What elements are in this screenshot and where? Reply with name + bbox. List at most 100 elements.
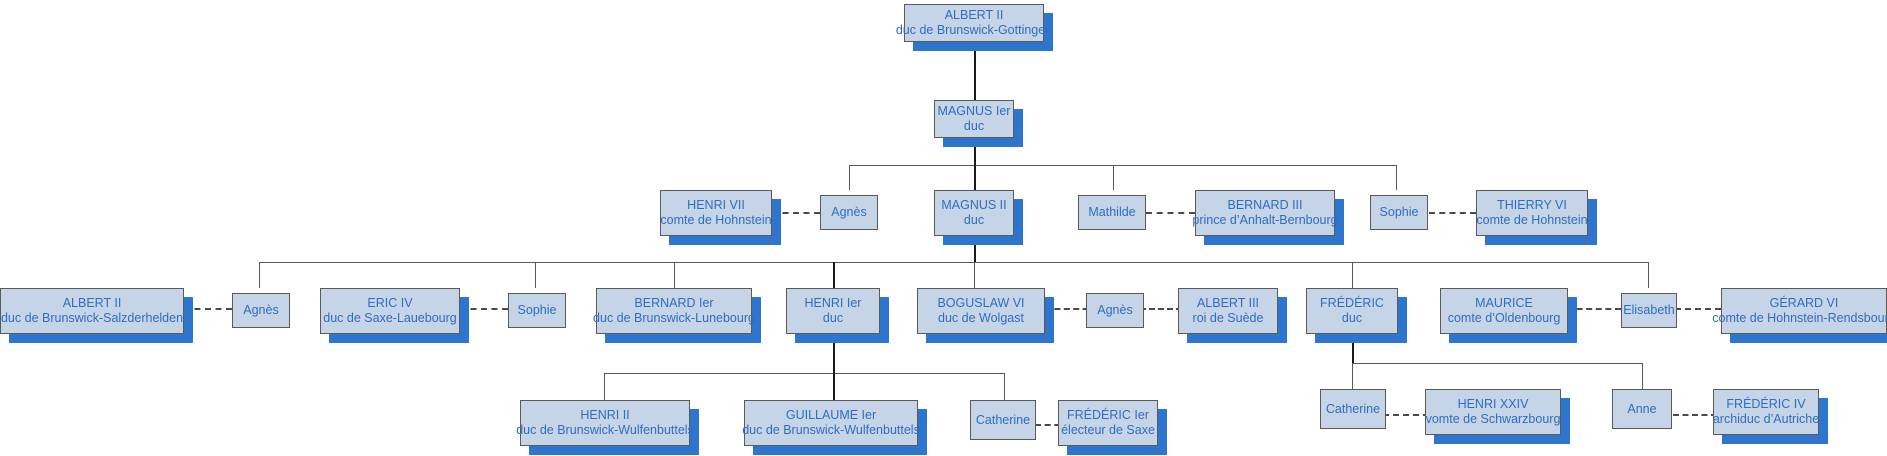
node-box: ALBERT II duc de Brunswick-Salzderhelden (0, 288, 184, 334)
node-henri-xxiv-comte-de-schwarzbourg[interactable]: HENRI XXIV vomte de Schwarzbourg (1425, 389, 1570, 444)
node-catherine-row4-b[interactable]: Catherine (1320, 389, 1386, 429)
node-guillaume-ier-duc-de-brunswick-wulfenbuttels[interactable]: GUILLAUME Ier duc de Brunswick-Wulfenbut… (742, 400, 927, 455)
node-box: GUILLAUME Ier duc de Brunswick-Wulfenbut… (742, 400, 920, 446)
node-subtitle: comte de Hohnstein (660, 213, 772, 227)
node-boguslaw-vi-duc-de-wolgast[interactable]: BOGUSLAW VI duc de Wolgast (917, 288, 1054, 343)
node-box: HENRI VII comte de Hohnstein (660, 190, 772, 236)
node-subtitle: duc de Wolgast (938, 311, 1024, 325)
connector-henri1-stem (833, 324, 835, 373)
node-box: Sophie (508, 293, 566, 328)
connector-row4-right-bus (1352, 363, 1642, 364)
connector-row2-drop-agnes (849, 165, 850, 190)
connector-row2-drop-mathilde (1113, 165, 1114, 190)
connector-row3-drop-henri1 (833, 262, 835, 288)
node-magnus-ier-duc[interactable]: MAGNUS Ier duc (934, 100, 1023, 147)
node-box: BERNARD III prince d’Anhalt-Bernbourg (1192, 190, 1338, 236)
node-title: BOGUSLAW VI (937, 296, 1025, 310)
node-subtitle: prince d’Anhalt-Bernbourg (1192, 213, 1338, 227)
node-title: HENRI XXIV (1457, 397, 1529, 411)
node-albert-ii-brunswick-salzderhelden[interactable]: ALBERT II duc de Brunswick-Salzderhelden (0, 288, 193, 343)
node-title: ALBERT III (1196, 296, 1260, 310)
node-catherine-row4-a[interactable]: Catherine (970, 400, 1036, 440)
node-bernard-iii-prince-anhalt-bernbourg[interactable]: BERNARD III prince d’Anhalt-Bernbourg (1192, 190, 1344, 245)
node-agnes-row3-b[interactable]: Agnès (1086, 293, 1144, 328)
node-sophie-row2[interactable]: Sophie (1370, 195, 1428, 230)
node-title: Catherine (1325, 401, 1381, 416)
connector-row2-drop-sophie (1396, 165, 1397, 190)
spouse-link-eric4-sophie (460, 308, 508, 310)
node-henri-ii-duc-de-brunswick-wulfenbuttels[interactable]: HENRI II duc de Brunswick-Wulfenbuttels (516, 400, 699, 455)
connector-row3-drop-elisabeth (1648, 262, 1649, 288)
node-title: HENRI VII (687, 198, 745, 212)
node-box: HENRI II duc de Brunswick-Wulfenbuttels (516, 400, 694, 446)
node-box: MAURICE comte d’Oldenbourg (1440, 288, 1568, 334)
node-title: THIERRY VI (1497, 198, 1567, 212)
connector-row4-drop-catherine-a (1004, 373, 1005, 400)
node-subtitle: archiduc d’Autriche (1712, 412, 1820, 426)
spouse-link-sophie-thierry6 (1429, 212, 1476, 214)
connector-row4-drop-guillaume1 (833, 373, 835, 400)
node-henri-vii-comte-de-hohnstein[interactable]: HENRI VII comte de Hohnstein (660, 190, 781, 245)
connector-row3-drop-sophie (535, 262, 536, 288)
node-subtitle: duc (822, 311, 844, 325)
connector-magnus1-stem (974, 138, 976, 165)
node-title: ERIC IV (367, 296, 413, 310)
node-thierry-vi-comte-de-hohnstein[interactable]: THIERRY VI comte de Hohnstein (1476, 190, 1597, 245)
node-agnes-row3-a[interactable]: Agnès (232, 293, 290, 328)
node-title: HENRI II (580, 408, 630, 422)
spouse-link-elisabeth-gerard6 (1675, 308, 1721, 310)
node-mathilde[interactable]: Mathilde (1078, 195, 1146, 230)
node-subtitle: duc de Brunswick-Lunebourg (593, 311, 755, 325)
node-maurice-comte-oldenbourg[interactable]: MAURICE comte d’Oldenbourg (1440, 288, 1577, 343)
node-title: Sophie (1379, 205, 1419, 219)
node-title: GUILLAUME Ier (785, 408, 877, 422)
node-magnus-ii-duc[interactable]: MAGNUS II duc (934, 190, 1023, 245)
connector-row3-bus (259, 262, 1648, 263)
connector-row2-drop-magnus2 (974, 165, 976, 190)
node-bernard-ier-duc-de-brunswick-lunebourg[interactable]: BERNARD Ier duc de Brunswick-Lunebourg (593, 288, 761, 343)
node-subtitle: duc (963, 119, 985, 133)
node-box: ALBERT II duc de Brunswick-Gottingen (896, 4, 1052, 42)
node-box: Mathilde (1078, 195, 1146, 230)
node-subtitle: duc de Brunswick-Wulfenbuttels (516, 423, 694, 437)
connector-row2-bus (849, 165, 1396, 166)
node-henri-ier-duc[interactable]: HENRI Ier duc (786, 288, 889, 343)
node-elisabeth[interactable]: Elisabeth (1621, 293, 1677, 328)
node-subtitle: électeur de Saxe (1061, 423, 1155, 437)
node-box: Agnès (820, 195, 878, 230)
node-title: HENRI Ier (804, 296, 862, 310)
connector-row3-drop-frederic (1352, 262, 1353, 288)
node-albert-ii-brunswick-gottingen[interactable]: ALBERT II duc de Brunswick-Gottingen (896, 4, 1053, 51)
node-subtitle: duc de Brunswick-Gottingen (895, 23, 1053, 37)
node-box: BERNARD Ier duc de Brunswick-Lunebourg (593, 288, 755, 334)
spouse-link-albert2salz-agnes (184, 308, 232, 310)
node-frederic-ier-electeur-de-saxe[interactable]: FRÉDÉRIC Ier électeur de Saxe (1058, 400, 1167, 455)
connector-magnus2-stem (974, 236, 976, 262)
spouse-link-anne-frederic4 (1673, 414, 1717, 416)
node-frederic-duc[interactable]: FRÉDÉRIC duc (1306, 288, 1407, 343)
connector-row3-drop-boguslaw (974, 262, 975, 288)
node-box: Anne (1612, 389, 1672, 429)
node-title: FRÉDÉRIC IV (1726, 397, 1806, 411)
node-sophie-row3[interactable]: Sophie (508, 293, 566, 328)
node-title: BERNARD Ier (634, 296, 714, 310)
connector-row4-left-bus (604, 373, 1004, 374)
node-agnes-row2[interactable]: Agnès (820, 195, 878, 230)
node-title: MAGNUS Ier (937, 104, 1011, 118)
node-box: HENRI XXIV vomte de Schwarzbourg (1425, 389, 1561, 435)
node-box: Sophie (1370, 195, 1428, 230)
node-anne[interactable]: Anne (1612, 389, 1672, 429)
node-albert-iii-roi-de-suede[interactable]: ALBERT III roi de Suède (1178, 288, 1287, 343)
node-subtitle: duc de Saxe-Lauebourg (323, 311, 457, 325)
spouse-link-catherine-frederic1 (1035, 424, 1070, 426)
node-box: Catherine (1320, 389, 1386, 429)
node-gerard-vi-comte-de-hohnstein-rendsbourg[interactable]: GÉRARD VI comte de Hohnstein-Rendsbourg (1712, 288, 1887, 343)
node-box: BOGUSLAW VI duc de Wolgast (917, 288, 1045, 334)
node-eric-iv-duc-de-saxe-lauebourg[interactable]: ERIC IV duc de Saxe-Lauebourg (320, 288, 469, 343)
connector-row4-drop-henri2 (604, 373, 605, 400)
node-title: BERNARD III (1227, 198, 1303, 212)
node-frederic-iv-archiduc-d-autriche[interactable]: FRÉDÉRIC IV archiduc d’Autriche (1712, 389, 1828, 444)
connector-frederic-stem (1352, 324, 1354, 363)
spouse-link-catherine-henri24 (1383, 414, 1429, 416)
